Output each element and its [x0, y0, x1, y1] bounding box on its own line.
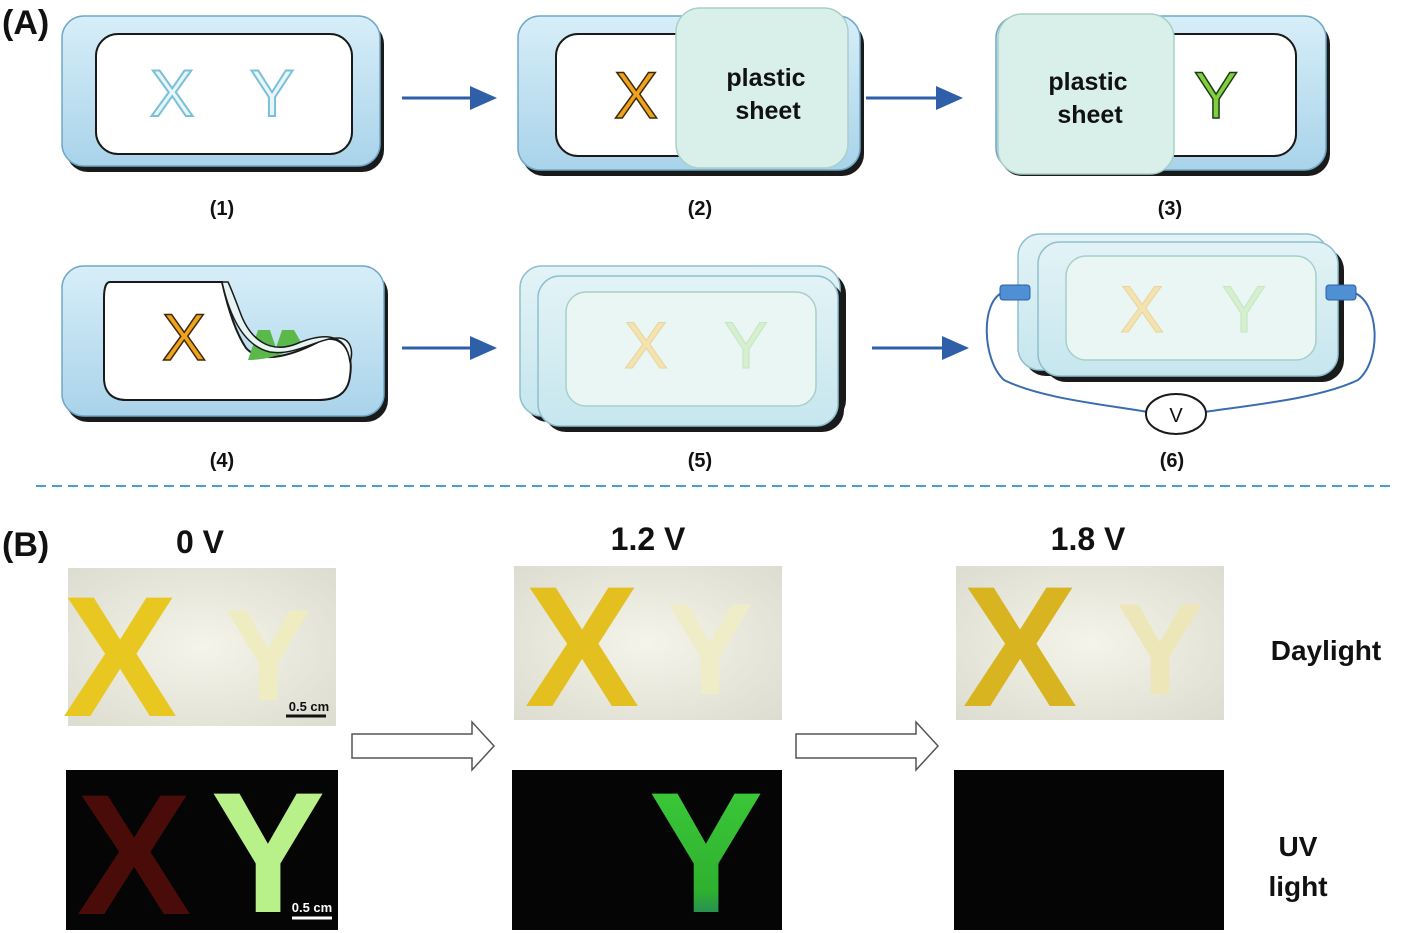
condition-label-uv-line1: UV — [1279, 831, 1318, 862]
device-step-6: X Y V — [985, 233, 1376, 435]
wire-left — [985, 291, 1149, 413]
photo-daylight-1-2v: X Y — [514, 551, 782, 743]
letter-x: X — [150, 56, 194, 130]
letter-x: X — [614, 58, 658, 132]
transition-arrow — [795, 720, 940, 772]
plastic-sheet-text-line2: sheet — [735, 97, 801, 125]
plastic-sheet-text-line2: sheet — [1057, 101, 1123, 129]
letter-y-fragment — [248, 330, 302, 360]
photo-letter-y: Y — [667, 576, 754, 722]
voltmeter-label: V — [1169, 405, 1183, 427]
voltmeter — [1145, 393, 1207, 435]
electrode-left — [999, 284, 1031, 301]
condition-label-uv-line2: light — [1268, 871, 1327, 902]
step-label-3: (3) — [1158, 198, 1182, 220]
photo-letter-y: Y — [1117, 576, 1204, 722]
plastic-sheet — [675, 7, 849, 169]
photo-letter-x: X — [525, 551, 640, 743]
voltage-label-0v: 0 V — [176, 524, 225, 560]
wire-right — [1203, 291, 1376, 413]
scale-bar-label: 0.5 cm — [292, 900, 332, 915]
electrode-right — [1325, 284, 1357, 301]
photo-uv-1-8v — [954, 770, 1224, 930]
photo-letter-y: Y — [225, 582, 312, 728]
plastic-sheet — [997, 13, 1175, 175]
device-step-3: Y plastic sheet — [995, 13, 1330, 176]
letter-y: Y — [1194, 58, 1238, 132]
device-step-2: X plastic sheet — [517, 7, 864, 176]
letter-x: X — [162, 300, 206, 374]
voltage-label-1-8v: 1.8 V — [1051, 521, 1126, 557]
peeled-sheet-edge — [221, 281, 353, 363]
transition-arrow — [351, 720, 496, 772]
voltage-label-1-2v: 1.2 V — [611, 521, 686, 557]
letter-y: Y — [724, 308, 768, 382]
photo-letter-y: Y — [211, 757, 326, 933]
photo-letter-x: X — [963, 551, 1078, 743]
device-step-1: X Y — [61, 15, 384, 172]
letter-y: Y — [250, 56, 294, 130]
photo-daylight-1-8v: X Y — [956, 551, 1224, 743]
section-b-label: (B) — [2, 526, 49, 564]
photo-uv-1-2v: Y — [512, 757, 782, 933]
device-step-5: X Y — [519, 265, 846, 432]
photo-letter-y: Y — [649, 757, 764, 933]
letter-x: X — [1120, 272, 1164, 346]
step-label-1: (1) — [210, 198, 234, 220]
photo-letter-x: X — [63, 561, 178, 753]
section-a-label: (A) — [2, 4, 49, 42]
plastic-sheet-text-line1: plastic — [1048, 68, 1127, 96]
step-label-5: (5) — [688, 450, 712, 472]
letter-x: X — [624, 308, 668, 382]
photo-daylight-0v: X Y 0.5 cm — [63, 561, 336, 753]
step-label-6: (6) — [1160, 450, 1184, 472]
plastic-sheet-text-line1: plastic — [726, 64, 805, 92]
photo-uv-0v: X Y 0.5 cm — [66, 757, 338, 933]
letter-y: Y — [1222, 272, 1266, 346]
step-label-4: (4) — [210, 450, 234, 472]
condition-label-daylight: Daylight — [1271, 635, 1381, 666]
device-step-4: X — [61, 265, 388, 422]
scale-bar-label: 0.5 cm — [289, 699, 329, 714]
photo-letter-x: X — [77, 759, 192, 933]
step-label-2: (2) — [688, 198, 712, 220]
